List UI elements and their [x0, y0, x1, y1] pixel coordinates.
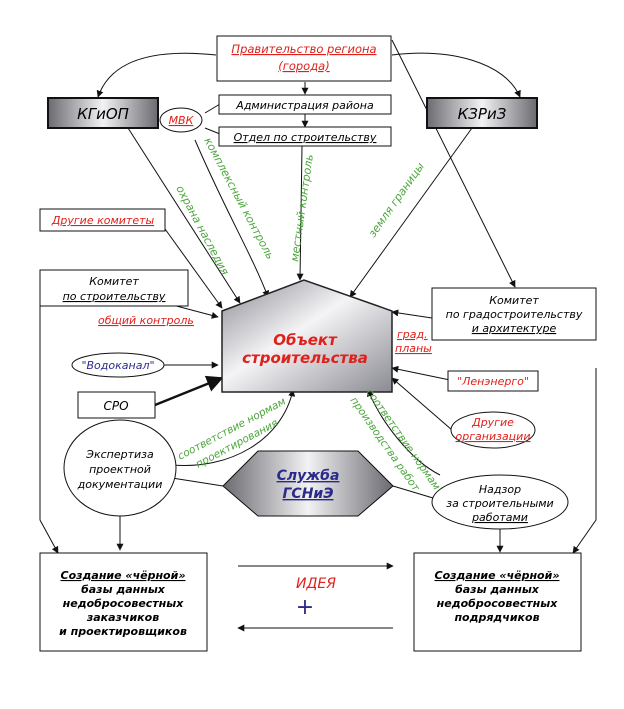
construction-committee-label-line2: по строительству	[63, 290, 166, 303]
connectors	[39, 39, 597, 632]
other-orgs-node[interactable]: Другие организации	[450, 411, 536, 449]
idea-block: ИДЕЯ +	[296, 576, 336, 620]
expertise-label-line1: Экспертиза	[85, 448, 154, 461]
construction-dept-node[interactable]: Отдел по строительству	[218, 126, 392, 147]
blacklist-left-line1: Создание «чёрной»	[61, 569, 186, 582]
district-admin-label: Администрация района	[235, 99, 374, 112]
edge-label-grad-plans-2: планы	[395, 342, 432, 355]
construction-committee-node[interactable]: Комитет по строительству	[39, 269, 189, 307]
construction-object-label-line2: строительства	[242, 349, 368, 367]
edge-label-land-borders: земля границы	[366, 160, 427, 240]
mvk-label: МВК	[169, 114, 195, 127]
other-orgs-label-line1: Другие	[471, 416, 514, 429]
plus-sign: +	[296, 595, 314, 620]
lenenergo-label: "Ленэнерго"	[457, 375, 529, 388]
other-committees-node[interactable]: Другие комитеты	[39, 208, 166, 232]
lenenergo-node[interactable]: "Ленэнерго"	[447, 370, 539, 392]
expertise-label-line2: проектной	[89, 463, 151, 476]
blacklist-left-line3: недобросовестных	[63, 597, 185, 610]
blacklist-right-line4: подрядчиков	[454, 611, 539, 624]
blacklist-right-node[interactable]: Создание «чёрной» базы данных недобросов…	[413, 552, 582, 652]
kgiop-node[interactable]: КГиОП	[47, 97, 159, 129]
mvk-node[interactable]: МВК	[159, 107, 203, 133]
expertise-node[interactable]: Экспертиза проектной документации	[63, 419, 177, 517]
sro-node[interactable]: СРО	[77, 391, 156, 419]
urban-committee-label-line1: Комитет	[489, 294, 539, 307]
supervision-label-line1: Надзор	[479, 483, 521, 496]
blacklist-right-line2: базы данных	[455, 583, 540, 596]
district-admin-node[interactable]: Администрация района	[218, 94, 392, 115]
government-node[interactable]: Правительство региона (города)	[216, 35, 392, 82]
gsnie-node[interactable]: Служба ГСНиЭ	[222, 450, 394, 517]
supervision-label-line2: за строительными	[446, 497, 553, 510]
government-label-line2: (города)	[278, 59, 329, 73]
supervision-node[interactable]: Надзор за строительными работами	[431, 474, 569, 530]
blacklist-left-line4: заказчиков	[86, 611, 159, 624]
urban-committee-node[interactable]: Комитет по градостроительству и архитект…	[431, 287, 597, 341]
edge-label-heritage: охрана наследия	[173, 183, 231, 277]
kzriz-label: КЗРиЗ	[458, 105, 507, 123]
other-orgs-label-line2: организации	[456, 430, 531, 443]
kgiop-label: КГиОП	[77, 105, 129, 123]
urban-committee-label-line2: по градостроительству	[446, 308, 583, 321]
edge-label-general-control: общий контроль	[98, 314, 194, 327]
construction-object-label-line1: Объект	[273, 331, 338, 349]
construction-committee-label-line1: Комитет	[89, 275, 139, 288]
supervision-label-line3: работами	[471, 511, 528, 524]
construction-dept-label: Отдел по строительству	[234, 131, 377, 144]
blacklist-right-line1: Создание «чёрной»	[435, 569, 560, 582]
blacklist-right-line3: недобросовестных	[437, 597, 559, 610]
blacklist-left-node[interactable]: Создание «чёрной» базы данных недобросов…	[39, 552, 208, 652]
construction-object-node[interactable]: Объект строительства	[221, 279, 393, 393]
vodokanal-label: "Водоканал"	[81, 359, 154, 372]
idea-label: ИДЕЯ	[296, 576, 336, 592]
government-label-line1: Правительство региона	[231, 42, 376, 56]
kzriz-node[interactable]: КЗРиЗ	[426, 97, 538, 129]
other-committees-label: Другие комитеты	[51, 214, 155, 227]
urban-committee-label-line3: и архитектуре	[472, 322, 557, 335]
edge-label-local-control: местный контроль	[288, 153, 316, 262]
blacklist-left-line2: базы данных	[81, 583, 166, 596]
gsnie-label-line2: ГСНиЭ	[283, 486, 334, 502]
edge-label-grad-plans-1: град.	[397, 328, 428, 341]
expertise-label-line3: документации	[77, 478, 163, 491]
vodokanal-node[interactable]: "Водоканал"	[71, 352, 165, 378]
blacklist-left-line5: и проектировщиков	[59, 625, 187, 638]
sro-label: СРО	[103, 399, 128, 413]
gsnie-label-line1: Служба	[277, 468, 340, 484]
